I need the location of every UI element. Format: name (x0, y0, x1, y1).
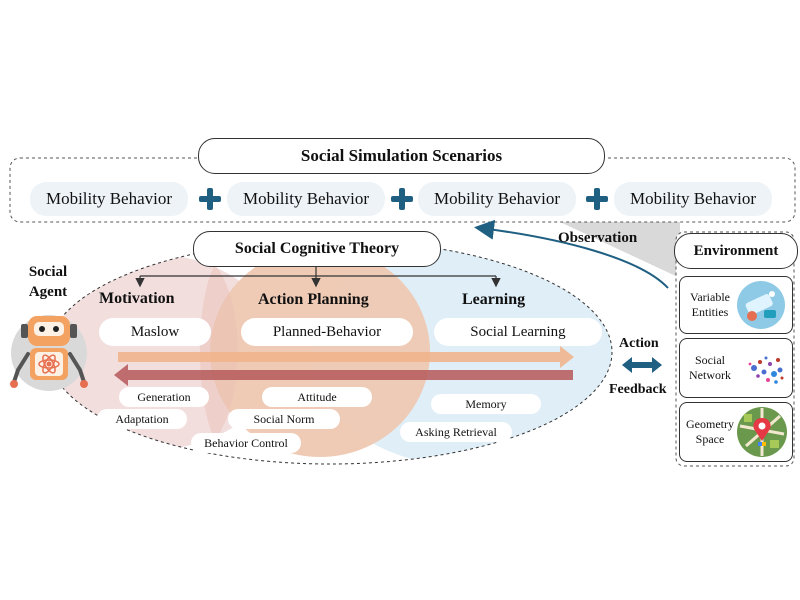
plus-icon (586, 188, 608, 210)
memory-pill: Memory (431, 394, 541, 414)
social-learning-pill: Social Learning (434, 318, 602, 346)
environment-title: Environment (674, 233, 798, 269)
geometry-space-card: Geometry Space (679, 402, 793, 462)
variable-entities-label: Variable Entities (690, 290, 730, 319)
learning-heading: Learning (462, 291, 526, 308)
behavior-control-pill: Behavior Control (191, 433, 301, 453)
planned-behavior-pill: Planned-Behavior (241, 318, 413, 346)
generation-pill: Generation (119, 387, 209, 407)
social-network-label: Social Network (689, 353, 731, 382)
robot-icon (10, 315, 88, 391)
plus-icon (199, 188, 221, 210)
feedback-label: Feedback (609, 382, 667, 397)
action-label: Action (619, 336, 659, 351)
scenario-item-1: Mobility Behavior (30, 182, 188, 216)
geometry-space-label: Geometry Space (686, 417, 734, 446)
observation-arrow (474, 219, 669, 289)
forward-arrow (118, 346, 574, 368)
motivation-heading: Motivation (99, 290, 175, 307)
observation-label: Observation (558, 230, 638, 246)
scenario-item-3: Mobility Behavior (418, 182, 576, 216)
variable-entities-card: Variable Entities (679, 276, 793, 334)
maslow-pill: Maslow (99, 318, 211, 346)
scenarios-title: Social Simulation Scenarios (198, 138, 605, 174)
scenario-item-2: Mobility Behavior (227, 182, 385, 216)
social-norm-pill: Social Norm (228, 409, 340, 429)
attitude-pill: Attitude (262, 387, 372, 407)
action-feedback-arrow (622, 357, 662, 373)
theory-ellipse (47, 239, 613, 465)
observation-band (560, 222, 680, 278)
map-icon (737, 407, 787, 457)
network-icon (748, 356, 784, 384)
backward-arrow (114, 364, 573, 386)
action-planning-heading: Action Planning (258, 291, 369, 308)
plus-icon (391, 188, 413, 210)
theory-title: Social Cognitive Theory (193, 231, 441, 267)
social-agent-label: Social Agent (28, 264, 68, 300)
adaptation-pill: Adaptation (97, 409, 187, 429)
scenario-item-4: Mobility Behavior (614, 182, 772, 216)
social-network-card: Social Network (679, 338, 793, 398)
entities-icon (737, 281, 785, 329)
asking-retrieval-pill: Asking Retrieval (400, 422, 512, 442)
